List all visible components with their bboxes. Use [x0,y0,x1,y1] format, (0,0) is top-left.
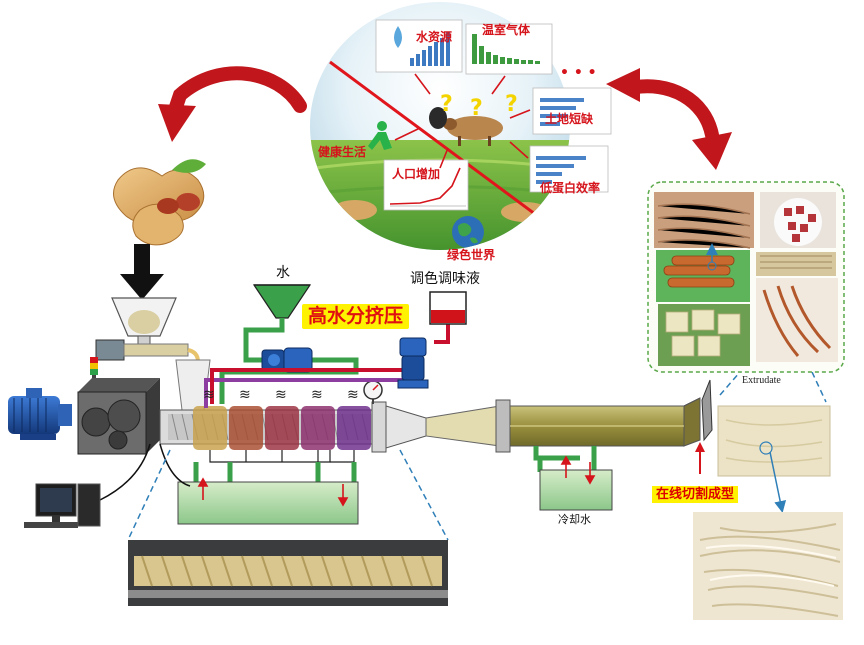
label-high-moisture-extrusion: 高水分挤压 [302,304,410,329]
fiber-photo [693,512,843,620]
control-cable [99,443,151,501]
concerns-collage [310,2,612,250]
curved-arrow-right-tail [606,68,640,102]
extrudate-photo [717,405,831,477]
barrel-flange [371,401,387,453]
label-population-growth: 人口增加 [392,167,441,181]
label-greenhouse-gas: 温室气体 [482,23,531,37]
label-cooling-water: 冷却水 [558,513,591,526]
purple-pipe [204,378,418,408]
curved-arrow-right [623,79,719,142]
runner-icon [368,121,392,150]
curved-arrow-right-head [692,132,732,170]
product-panel [647,181,845,373]
heater-symbol-2: ≋ [239,387,251,403]
cutter-blade [701,379,713,442]
label-more-dots: • • • [560,65,597,81]
heating-zones [193,406,371,450]
cooling-die [425,397,701,453]
extrudate-zoom-arrow [769,451,787,513]
powder-hopper [111,297,177,347]
pressure-gauge [363,380,383,404]
heater-symbol-3: ≋ [275,387,287,403]
label-color-flavor-liquid: 调色调味液 [410,271,480,287]
cooling-die-cone [385,405,427,449]
drive-motor [8,388,72,440]
curved-arrow-left [168,66,307,117]
water-pipes [193,318,597,490]
water-funnel [252,284,312,319]
label-extrudate: Extrudate [742,375,781,386]
land-chart-card [532,87,612,135]
label-online-cutting: 在线切割成型 [652,486,739,503]
question-mark-1: ? [440,92,453,117]
color-liquid-tank [429,291,467,325]
cutting-arrow [695,442,705,474]
gearbox [77,378,160,455]
water-chart-card [375,19,463,73]
die-cooling-tank [539,469,613,511]
heater-symbol-1: ≋ [203,387,215,403]
population-chart-card [383,159,469,211]
protein-chart-card [529,145,609,193]
dosing-pump [397,337,429,389]
curved-arrow-left-head [158,104,196,142]
label-healthy-life: 健康生活 [318,145,367,159]
question-mark-3: ? [505,92,518,117]
globe-icon [452,216,484,248]
water-pump [261,347,313,373]
peanut-image [113,159,206,246]
label-low-protein-efficiency: 低蛋白效率 [540,181,601,195]
label-water-inlet: 水 [276,265,290,281]
greenhouse-chart-card [465,23,553,75]
heater-symbol-4: ≋ [311,387,323,403]
computer-icon [24,483,101,528]
label-green-world: 绿色世界 [447,248,496,262]
label-water-resources: 水资源 [416,30,453,44]
feed-down-arrow [120,244,164,300]
barrel-cooling-tank [177,481,359,525]
screw-photo [128,540,448,606]
question-mark-2: ? [470,96,483,121]
zoom-lines [127,371,827,541]
heater-symbol-5: ≋ [347,387,359,403]
label-land-shortage: 土地短缺 [545,112,594,126]
